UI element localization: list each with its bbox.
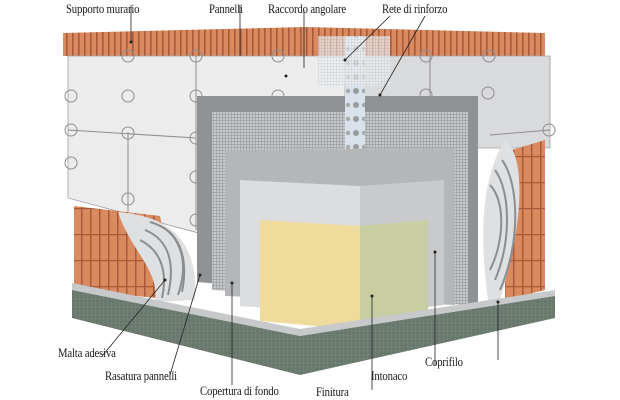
label-finitura: Finitura: [316, 385, 349, 399]
label-malta-adesiva: Malta adesiva: [58, 346, 116, 360]
corner-mesh-strip: [318, 36, 390, 86]
label-coprifilo: Coprifilo: [425, 355, 463, 369]
adhesive-mortar-left: [118, 212, 196, 302]
adhesive-mortar-right: [483, 140, 520, 300]
ground-base: [72, 290, 555, 375]
label-raccordo-angolare: Raccordo angolare: [268, 2, 346, 16]
leader-dots: [129, 40, 500, 304]
label-rete-di-rinforzo: Rete di rinforzo: [382, 2, 448, 16]
label-rasatura-pannelli: Rasatura pannelli: [105, 369, 178, 383]
label-supporto-murario: Supporto murario: [66, 2, 140, 16]
finish-coat-right: [360, 220, 428, 330]
edge-trim: [72, 283, 555, 336]
label-pannelli: Pannelli: [209, 2, 243, 16]
label-intonaco: Intonaco: [371, 369, 408, 383]
leader-lines: [102, 5, 499, 390]
label-copertura-di-fondo: Copertura di fondo: [200, 384, 279, 398]
finish-coat-left: [260, 220, 360, 330]
